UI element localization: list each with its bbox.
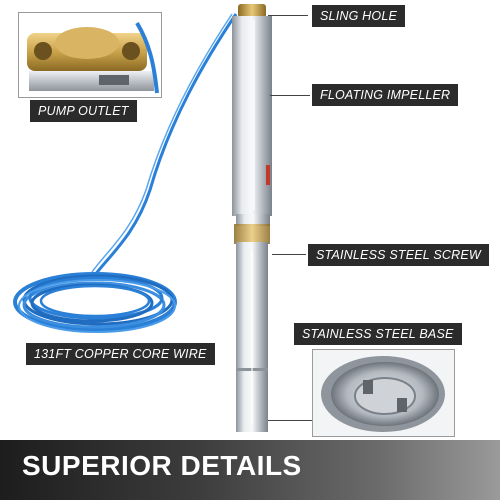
copper-core-wire-label: 131FT COPPER CORE WIRE xyxy=(26,343,215,365)
bottom-banner: SUPERIOR DETAILS xyxy=(0,440,500,500)
sling-hole-label: SLING HOLE xyxy=(312,5,406,27)
floating-impeller-leader xyxy=(270,95,310,96)
stainless-steel-base-label: STAINLESS STEEL BASE xyxy=(294,323,462,345)
stainless-steel-base-inset xyxy=(312,349,455,437)
pump-outlet-image xyxy=(27,21,159,94)
wire-coil-icon xyxy=(13,272,177,333)
pump-outlet-label: PUMP OUTLET xyxy=(30,100,137,122)
floating-impeller-label: FLOATING IMPELLER xyxy=(312,84,459,106)
pump-body-icon xyxy=(232,4,272,432)
sling-hole-leader xyxy=(268,15,308,16)
pump-outlet-inset xyxy=(18,12,162,98)
banner-title: SUPERIOR DETAILS xyxy=(22,450,302,481)
base-leader xyxy=(268,420,313,421)
steel-base-image xyxy=(313,350,454,436)
stainless-steel-screw-label: STAINLESS STEEL SCREW xyxy=(308,244,489,266)
cable-icon xyxy=(93,13,238,276)
screw-leader xyxy=(272,254,306,255)
pump-and-cable-illustration xyxy=(13,4,272,432)
